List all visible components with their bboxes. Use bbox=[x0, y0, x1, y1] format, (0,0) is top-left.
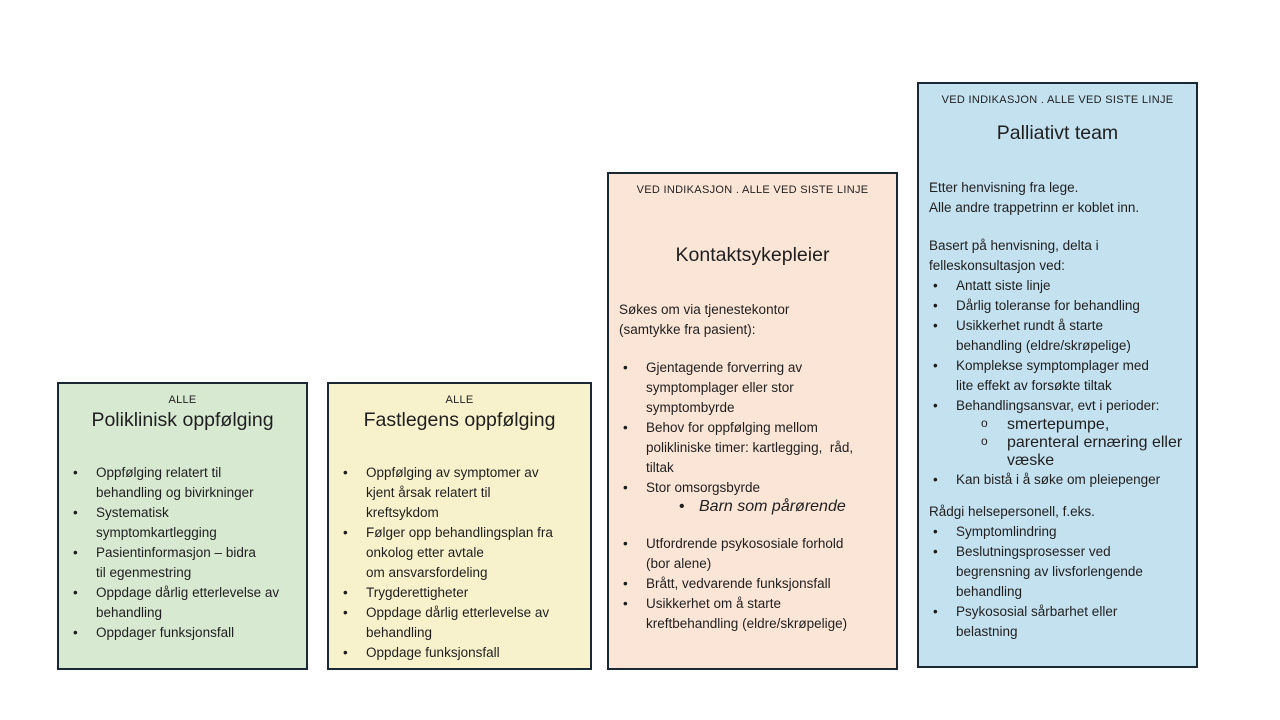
sub-bullet-item: parenteral ernæring eller væske bbox=[977, 434, 1186, 470]
bullet-item: Symptomlindring bbox=[929, 522, 1186, 542]
box-tag: ALLE bbox=[445, 394, 474, 406]
box-paragraph-felleskonsultasjon: Basert på henvisning, delta i felleskons… bbox=[929, 238, 1099, 273]
box-kontaktsykepleier: VED INDIKASJON . ALLE VED SISTE LINJE Ko… bbox=[607, 172, 898, 670]
bullet-list: Gjentagende forverring av symptomplager … bbox=[619, 358, 886, 498]
bullet-item: Gjentagende forverring av symptomplager … bbox=[619, 358, 886, 418]
sub-bullet-item: smertepumpe, bbox=[977, 416, 1186, 434]
bullet-item: Beslutningsprosesser ved begrensning av … bbox=[929, 542, 1186, 602]
box-title: Palliativt team bbox=[996, 122, 1119, 144]
bullet-item: Oppdager funksjonsfall bbox=[69, 623, 296, 643]
sub-bullet-item: Barn som pårørende bbox=[677, 498, 886, 516]
bullet-item: Oppdage funksjonsfall bbox=[339, 643, 580, 663]
bullet-item: Utfordrende psykososiale forhold (bor al… bbox=[619, 534, 886, 574]
bullet-item: Oppfølging av symptomer av kjent årsak r… bbox=[339, 463, 580, 523]
bullet-item: Antatt siste linje bbox=[929, 276, 1186, 296]
box-tag: VED INDIKASJON . ALLE VED SISTE LINJE bbox=[941, 94, 1174, 106]
box-tag: ALLE bbox=[168, 394, 197, 406]
bullet-list: Oppfølging relatert til behandling og bi… bbox=[69, 463, 296, 643]
bullet-item: Oppfølging relatert til behandling og bi… bbox=[69, 463, 296, 503]
box-tag: VED INDIKASJON . ALLE VED SISTE LINJE bbox=[636, 184, 869, 196]
box-title: Poliklinisk oppfølging bbox=[91, 409, 274, 431]
bullet-item: Komplekse symptomplager med lite effekt … bbox=[929, 356, 1186, 396]
box-fastlegens-oppfolging: ALLE Fastlegens oppfølging Oppfølging av… bbox=[327, 382, 592, 670]
box-paragraph-radgi: Rådgi helsepersonell, f.eks. bbox=[929, 504, 1095, 519]
bullet-item: Pasientinformasjon – bidra til egenmestr… bbox=[69, 543, 296, 583]
box-poliklinisk-oppfolging: ALLE Poliklinisk oppfølging Oppfølging r… bbox=[57, 382, 308, 670]
bullet-list: Antatt siste linje Dårlig toleranse for … bbox=[929, 276, 1186, 416]
bullet-item: Behov for oppfølging mellom polikliniske… bbox=[619, 418, 886, 478]
bullet-item: Psykososial sårbarhet eller belastning bbox=[929, 602, 1186, 642]
bullet-list: Kan bistå i å søke om pleiepenger bbox=[929, 470, 1186, 490]
box-intro: Søkes om via tjenestekontor (samtykke fr… bbox=[619, 302, 790, 337]
bullet-item: Oppdage dårlig etterlevelse av behandlin… bbox=[69, 583, 296, 623]
bullet-item: Systematisk symptomkartlegging bbox=[69, 503, 296, 543]
sub-bullet-list: Barn som pårørende bbox=[619, 498, 886, 516]
sub-bullet-list: smertepumpe, parenteral ernæring eller v… bbox=[929, 416, 1186, 470]
bullet-item: Brått, vedvarende funksjonsfall bbox=[619, 574, 886, 594]
bullet-item: Behandlingsansvar, evt i perioder: bbox=[929, 396, 1186, 416]
bullet-item: Usikkerhet rundt å starte behandling (el… bbox=[929, 316, 1186, 356]
bullet-item: Usikkerhet om å starte kreftbehandling (… bbox=[619, 594, 886, 634]
bullet-item: Følger opp behandlingsplan fra onkolog e… bbox=[339, 523, 580, 583]
bullet-item: Kan bistå i å søke om pleiepenger bbox=[929, 470, 1186, 490]
bullet-list: Utfordrende psykososiale forhold (bor al… bbox=[619, 534, 886, 634]
box-title: Kontaktsykepleier bbox=[675, 244, 830, 266]
box-paragraph-henvisning: Etter henvisning fra lege. Alle andre tr… bbox=[929, 180, 1140, 215]
bullet-item: Oppdage dårlig etterlevelse av behandlin… bbox=[339, 603, 580, 643]
box-title: Fastlegens oppfølging bbox=[363, 409, 556, 431]
bullet-item: Stor omsorgsbyrde bbox=[619, 478, 886, 498]
bullet-list: Symptomlindring Beslutningsprosesser ved… bbox=[929, 522, 1186, 642]
bullet-list: Oppfølging av symptomer av kjent årsak r… bbox=[339, 463, 580, 663]
bullet-item: Dårlig toleranse for behandling bbox=[929, 296, 1186, 316]
bullet-item: Trygderettigheter bbox=[339, 583, 580, 603]
box-palliativt-team: VED INDIKASJON . ALLE VED SISTE LINJE Pa… bbox=[917, 82, 1198, 668]
